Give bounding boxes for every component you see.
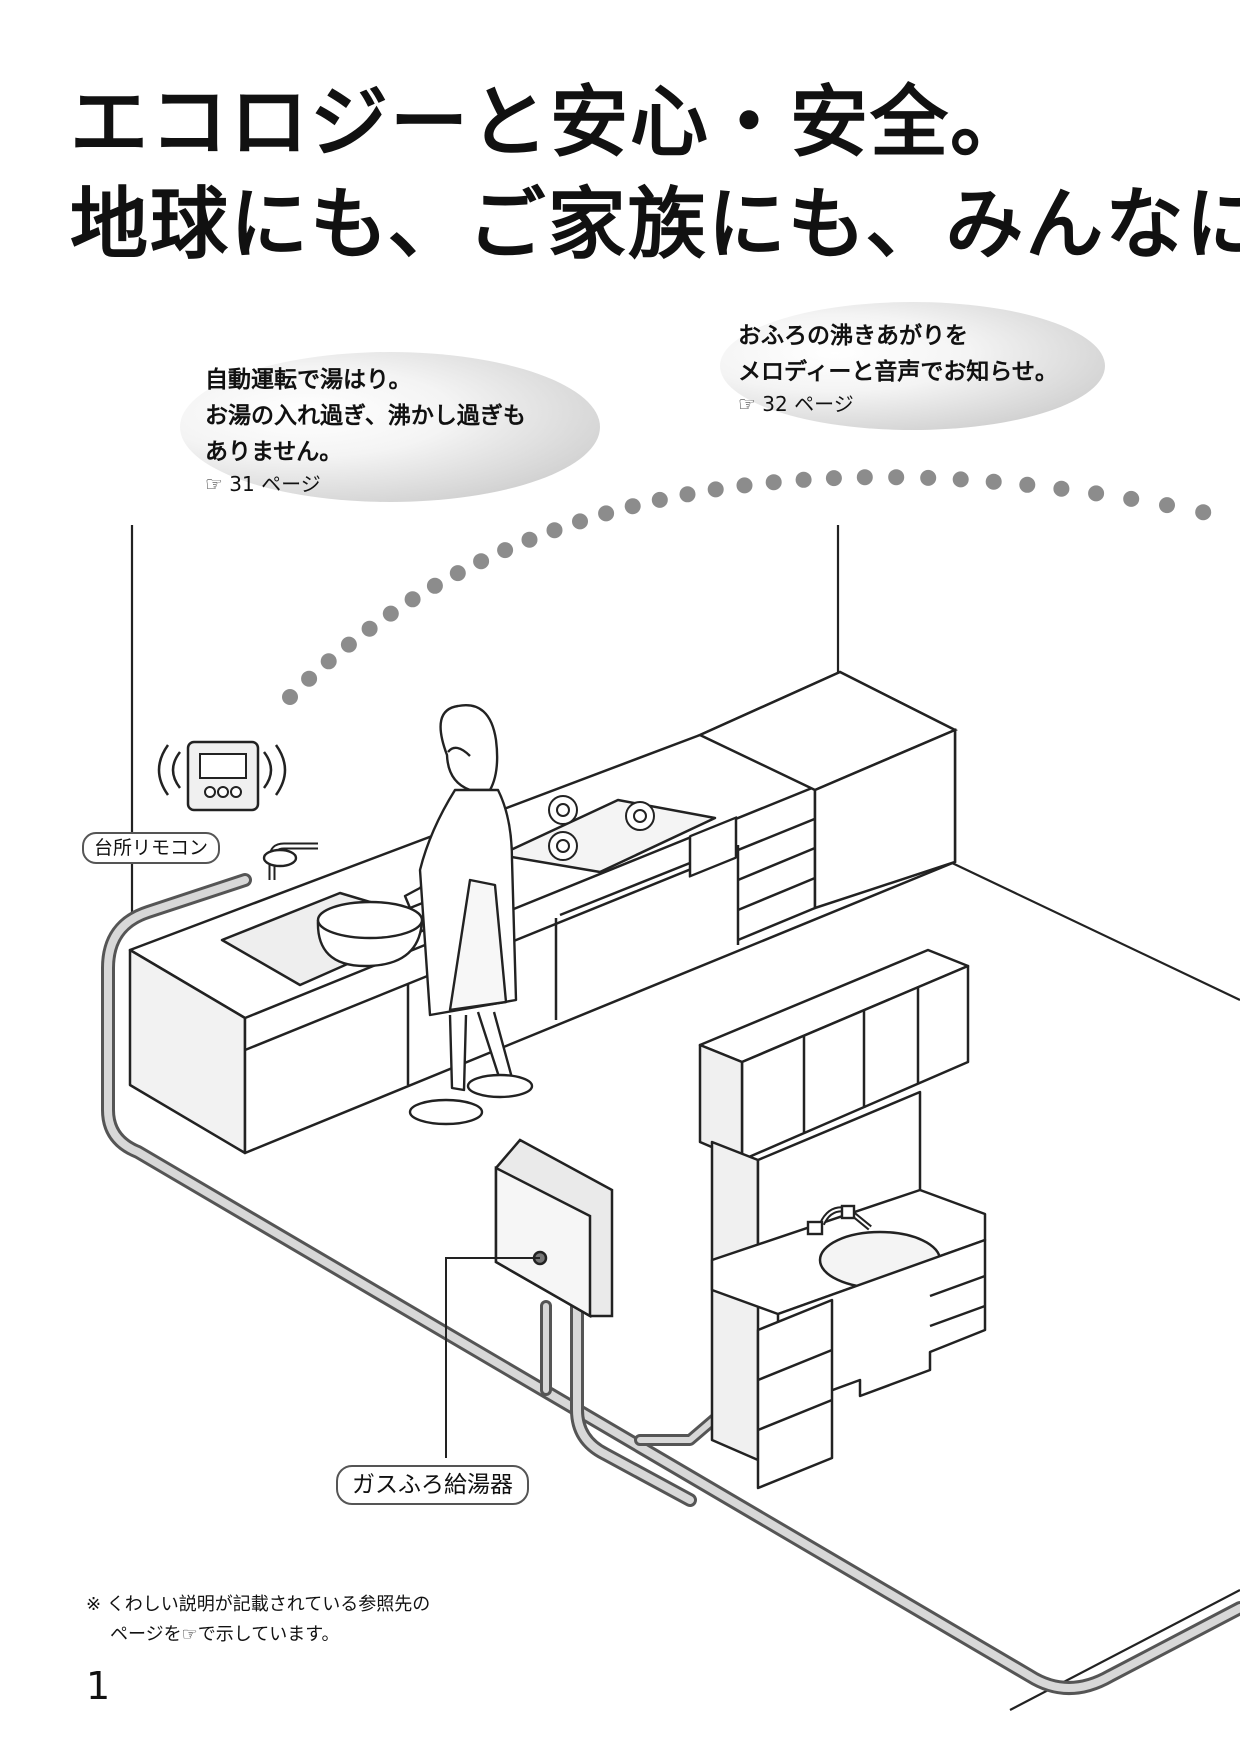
signal-dot [382,605,399,622]
page-title-line-2: 地球にも、ご家族にも、みんなに [70,180,1240,270]
gas-heater-unit [494,1138,614,1319]
signal-dotted-arc [282,469,1212,705]
callout-auto-fill: 自動運転で湯はり。 お湯の入れ過ぎ、沸かし過ぎも ありません。 ☞ 31 ページ [205,362,526,498]
callout-bubble-auto-fill [180,352,600,502]
reference-note: ※ くわしい説明が記載されている参照先の ページを☞で示しています。 [86,1590,430,1650]
callout-bubble-melody [720,302,1105,430]
signal-dot [1019,476,1036,493]
signal-dot [651,491,668,508]
signal-dot [1053,480,1070,497]
signal-dot [497,542,514,559]
signal-dot [624,498,641,515]
signal-dot [1088,485,1105,502]
page-title-line-1: エコロジーと安心・安全。 [70,78,1031,168]
signal-dot [572,513,588,530]
page-reference-31: 31 ページ [229,472,321,496]
signal-dot [707,481,724,498]
kitchen-remote-illustration [157,740,287,812]
signal-dot [920,469,937,486]
kitchen-tall-cabinet [697,670,958,910]
signal-dot [888,469,905,486]
gas-heater-leader-line [445,1257,540,1458]
label-kitchen-remote: 台所リモコン [82,832,221,864]
signal-dot [1159,497,1175,514]
stove-burners [548,795,655,861]
vanity-faucet [806,1204,872,1236]
vanity-unit [698,948,987,1490]
pointing-hand-icon: ☞ [205,472,223,496]
gas-pipe [101,873,1240,1695]
callout-melody-line-1: おふろの沸きあがりを [738,323,968,349]
page-reference-32: 32 ページ [762,392,854,416]
callout-melody: おふろの沸きあがりを メロディーと音声でお知らせ。 ☞ 32 ページ [738,318,1058,418]
pointing-hand-icon: ☞ [738,392,756,416]
signal-dot [320,653,337,670]
reference-note-text-post: で示しています。 [197,1624,340,1645]
signal-dot [426,577,443,594]
page-number: 1 [86,1664,111,1708]
signal-dot [679,486,696,503]
callout-melody-ref: ☞ 32 ページ [738,390,1058,418]
callout-auto-fill-line-3: ありません。 [205,439,343,465]
signal-dot [1123,490,1140,507]
reference-note-text-pre: ページを [110,1624,182,1645]
signal-dot [546,522,563,539]
signal-dot [795,471,812,488]
signal-dot [825,470,842,487]
signal-dot [340,636,357,653]
callout-auto-fill-line-1: 自動運転で湯はり。 [205,367,412,393]
signal-dot [598,505,615,522]
label-gas-heater: ガスふろ給湯器 [336,1465,529,1505]
signal-dot [282,689,298,705]
signal-dot [952,471,969,488]
signal-dot [736,477,753,494]
signal-dot [404,591,421,608]
pointing-hand-icon: ☞ [181,1624,198,1645]
callout-auto-fill-line-2: お湯の入れ過ぎ、沸かし過ぎも [205,403,526,429]
signal-dot [361,620,378,637]
reference-note-line-2: ページを☞で示しています。 [86,1620,430,1650]
cooking-pot [316,900,424,968]
signal-dot [1195,504,1212,521]
callout-auto-fill-ref: ☞ 31 ページ [205,470,526,498]
kitchen-faucet [262,842,318,880]
signal-dot [473,553,490,570]
callout-melody-line-2: メロディーと音声でお知らせ。 [738,359,1058,385]
signal-dot [765,474,782,491]
signal-dot [985,473,1002,490]
signal-dot [449,565,466,582]
woman-figure [403,704,534,1126]
signal-dot [856,469,873,486]
signal-dot [301,670,318,687]
reference-note-line-1: ※ くわしい説明が記載されている参照先の [86,1594,431,1615]
signal-dot [521,531,538,548]
